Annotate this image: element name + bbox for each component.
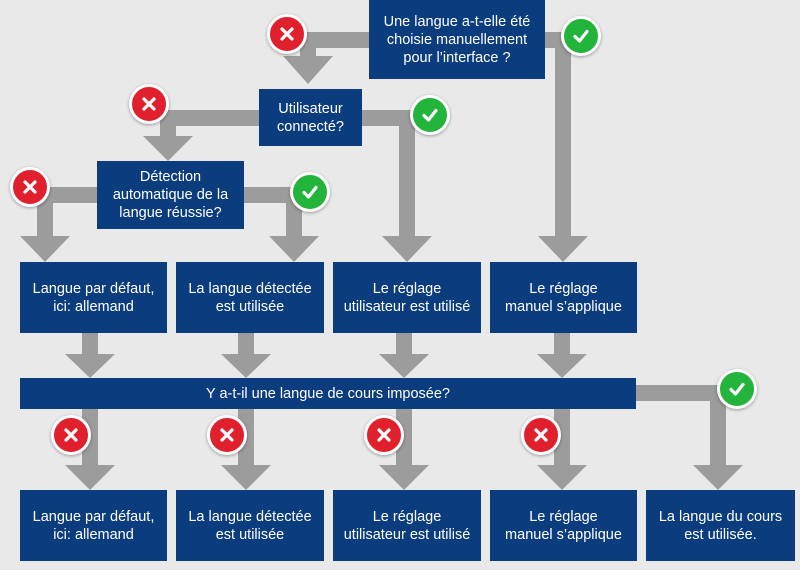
arrowhead — [537, 354, 587, 378]
connector-detection-no — [37, 187, 97, 238]
connector-detection-yes — [244, 187, 302, 238]
result-detected-language-top: La langue détectée est utilisée — [176, 262, 324, 333]
connector-loggedin-yes — [362, 110, 415, 238]
result-default-language-bottom: Langue par défaut, ici: allemand — [20, 490, 167, 561]
arrowhead — [538, 236, 588, 262]
arrowhead — [379, 465, 429, 490]
question-logged-in: Utilisateur connecté? — [259, 89, 362, 146]
result-user-setting-top: Le réglage utilisateur est utilisé — [333, 262, 481, 333]
x-icon — [51, 415, 91, 455]
question-course-language: Y a-t-il une langue de cours imposée? — [20, 378, 636, 409]
connector-manual-no — [300, 32, 369, 58]
question-manual-language: Une langue a-t-elle été choisie manuelle… — [369, 0, 545, 79]
arrowhead — [143, 136, 193, 161]
result-detected-language-bottom: La langue détectée est utilisée — [176, 490, 324, 561]
result-default-language-top: Langue par défaut, ici: allemand — [20, 262, 167, 333]
arrowhead — [221, 354, 271, 378]
check-icon — [717, 369, 757, 409]
x-icon — [10, 167, 50, 207]
arrowhead — [693, 465, 743, 490]
connector-course-yes — [636, 385, 726, 467]
connector-manual-yes — [545, 32, 571, 238]
arrowhead — [379, 354, 429, 378]
result-course-language: La langue du cours est utilisée. — [646, 490, 795, 561]
arrowhead — [382, 236, 432, 262]
x-icon — [129, 84, 169, 124]
x-icon — [521, 415, 561, 455]
arrowhead — [269, 236, 319, 262]
arrowhead — [65, 465, 115, 490]
question-auto-detection: Détection automatique de la langue réuss… — [97, 161, 244, 229]
arrowhead — [283, 56, 333, 84]
x-icon — [267, 14, 307, 54]
check-icon — [290, 172, 330, 212]
arrowhead — [20, 236, 70, 262]
check-icon — [561, 16, 601, 56]
arrowhead — [537, 465, 587, 490]
x-icon — [207, 415, 247, 455]
x-icon — [364, 415, 404, 455]
arrowhead — [65, 354, 115, 378]
result-manual-setting-bottom: Le réglage manuel s’applique — [490, 490, 637, 561]
arrowhead — [221, 465, 271, 490]
result-manual-setting-top: Le réglage manuel s’applique — [490, 262, 637, 333]
connector-loggedin-no — [160, 110, 259, 138]
check-icon — [410, 95, 450, 135]
result-user-setting-bottom: Le réglage utilisateur est utilisé — [333, 490, 481, 561]
